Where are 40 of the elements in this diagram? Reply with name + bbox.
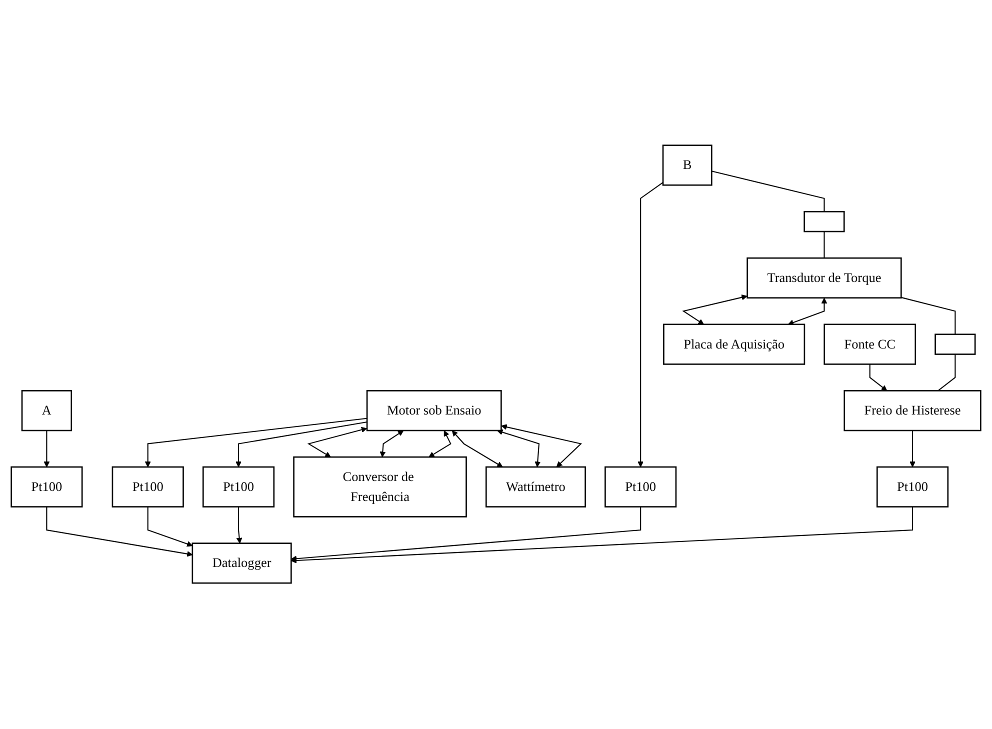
block-box: Pt100 xyxy=(10,466,83,508)
coupling-box xyxy=(804,211,845,232)
connector-line xyxy=(236,422,368,468)
connector-line xyxy=(638,182,664,468)
connector-line xyxy=(869,364,888,392)
connector-line xyxy=(428,430,452,458)
block-box: B xyxy=(662,144,712,186)
block-box: Motor sob Ensaio xyxy=(366,390,502,432)
block-box: Transdutor de Torque xyxy=(746,258,902,299)
connector-line xyxy=(380,430,404,458)
block-box: Wattímetro xyxy=(485,466,586,508)
connector-line xyxy=(144,418,368,468)
connector-line xyxy=(497,430,541,468)
connector-line xyxy=(147,507,193,548)
connector-line xyxy=(501,424,582,468)
connector-line xyxy=(452,430,503,468)
connector-line xyxy=(901,297,956,335)
connector-line xyxy=(938,354,956,392)
connector-line xyxy=(824,232,825,258)
connector-line xyxy=(290,507,642,562)
connector-line xyxy=(788,298,828,326)
block-box: Pt100 xyxy=(604,466,677,508)
connector-line xyxy=(290,507,914,564)
connector-line xyxy=(910,430,916,468)
block-box: Pt100 xyxy=(876,466,949,508)
block-box: Freio de Histerese xyxy=(844,390,982,432)
coupling-box xyxy=(934,334,976,356)
connector-line xyxy=(44,430,50,468)
block-box: Placa de Aquisição xyxy=(663,324,806,366)
connector-line xyxy=(712,170,825,212)
connector-line xyxy=(46,507,193,558)
block-box: Pt100 xyxy=(202,466,275,508)
block-box: Fonte CC xyxy=(824,324,916,366)
block-box: A xyxy=(21,390,72,432)
block-box: Pt100 xyxy=(112,466,184,508)
block-box: Conversor de Frequência xyxy=(293,456,467,518)
connector-line xyxy=(682,294,748,325)
connector-line xyxy=(236,507,242,544)
connector-line xyxy=(307,427,368,458)
block-box: Datalogger xyxy=(192,542,292,584)
